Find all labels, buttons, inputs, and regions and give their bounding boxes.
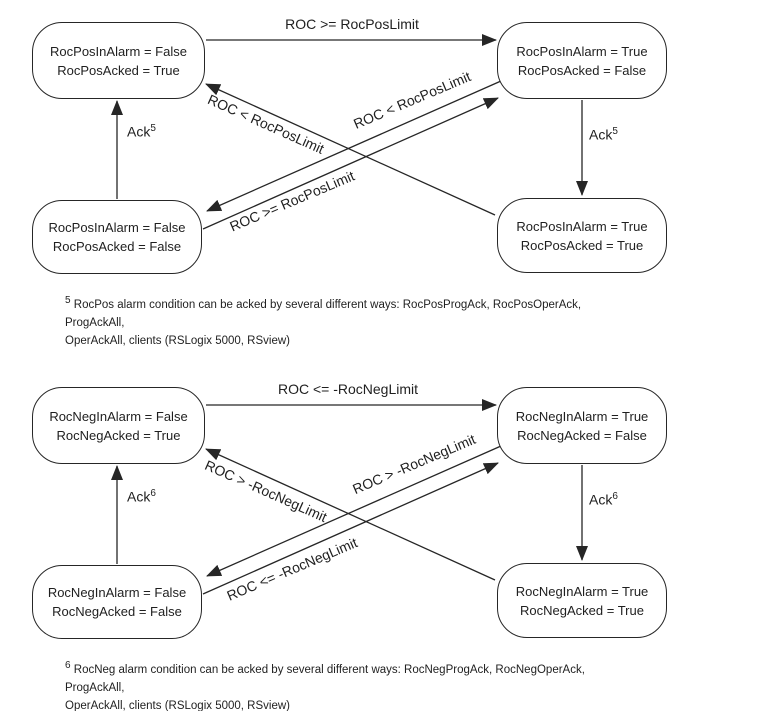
transition-arrow-reraise <box>202 462 499 595</box>
state-line: RocNegAcked = True <box>520 602 644 618</box>
state-node-alarm-unacked: RocPosInAlarm = True RocPosAcked = False <box>497 22 667 99</box>
ack-footnote-ref: 5 <box>150 123 156 134</box>
ack-footnote-ref: 5 <box>612 126 618 137</box>
state-node-normal-unacked: RocPosInAlarm = False RocPosAcked = Fals… <box>32 200 202 274</box>
transition-label-ack-left: Ack5 <box>127 123 156 140</box>
rocneg-edges <box>111 399 588 595</box>
footnote-line1: RocNeg alarm condition can be acked by s… <box>65 663 585 694</box>
ack-footnote-ref: 6 <box>612 491 618 502</box>
footnote-line1: RocPos alarm condition can be acked by s… <box>65 298 582 329</box>
transition-label-ack-right: Ack5 <box>589 126 618 143</box>
state-diagram-rocneg: RocNegInAlarm = False RocNegAcked = True… <box>0 365 773 711</box>
state-line: RocPosAcked = False <box>52 239 182 254</box>
footnote-marker: 5 <box>65 295 71 306</box>
state-node-normal-unacked: RocNegInAlarm = False RocNegAcked = Fals… <box>32 565 202 639</box>
ack-text: Ack <box>127 123 151 140</box>
ack-text: Ack <box>589 491 613 508</box>
state-line: RocPosInAlarm = True <box>516 218 648 234</box>
state-line: RocPosInAlarm = False <box>48 220 186 235</box>
state-line: RocPosAcked = True <box>520 237 644 253</box>
state-node-alarm-acked: RocNegInAlarm = True RocNegAcked = True <box>497 563 667 638</box>
state-line: RocPosInAlarm = False <box>50 43 187 59</box>
state-node-alarm-acked: RocPosInAlarm = True RocPosAcked = True <box>497 198 667 273</box>
rocpos-edges <box>111 34 588 230</box>
state-line: RocPosInAlarm = True <box>516 43 648 59</box>
transition-label-ack-left: Ack6 <box>127 488 156 505</box>
transition-arrow-clear-to-normal-unacked <box>206 80 502 212</box>
state-node-alarm-unacked: RocNegInAlarm = True RocNegAcked = False <box>497 387 667 464</box>
state-line: RocNegAcked = True <box>56 427 181 443</box>
state-line: RocNegAcked = False <box>52 604 182 619</box>
ack-text: Ack <box>127 488 151 505</box>
ack-footnote-ref: 6 <box>150 488 156 499</box>
state-diagram-rocpos: RocPosInAlarm = False RocPosAcked = True… <box>32 16 667 350</box>
state-line: RocPosAcked = False <box>517 62 647 78</box>
transition-arrow-clear-to-normal-acked <box>205 83 496 216</box>
state-line: RocNegInAlarm = True <box>515 583 649 599</box>
transition-arrow-reraise <box>202 97 499 230</box>
footnote-line2: OperAckAll, clients (RSLogix 5000, RSvie… <box>65 699 290 711</box>
footnote: 5 RocPos alarm condition can be acked by… <box>65 292 605 350</box>
ack-text: Ack <box>589 126 613 143</box>
transition-label-ack-right: Ack6 <box>589 491 618 508</box>
footnote: 6 RocNeg alarm condition can be acked by… <box>65 657 605 711</box>
state-node-normal-acked: RocPosInAlarm = False RocPosAcked = True <box>32 22 205 99</box>
state-line: RocNegInAlarm = False <box>47 585 187 600</box>
transition-label-raise: ROC >= RocPosLimit <box>285 16 419 32</box>
state-line: RocNegAcked = False <box>517 427 647 443</box>
footnote-line2: OperAckAll, clients (RSLogix 5000, RSvie… <box>65 334 290 347</box>
transition-arrow-clear-to-normal-acked <box>205 448 496 581</box>
transition-arrow-clear-to-normal-unacked <box>206 445 502 577</box>
state-line: RocNegInAlarm = False <box>49 408 188 424</box>
state-node-normal-acked: RocNegInAlarm = False RocNegAcked = True <box>32 387 205 464</box>
state-line: RocPosAcked = True <box>57 62 180 78</box>
state-line: RocNegInAlarm = True <box>515 408 649 424</box>
transition-label-raise: ROC <= -RocNegLimit <box>277 381 419 397</box>
footnote-marker: 6 <box>65 660 71 671</box>
